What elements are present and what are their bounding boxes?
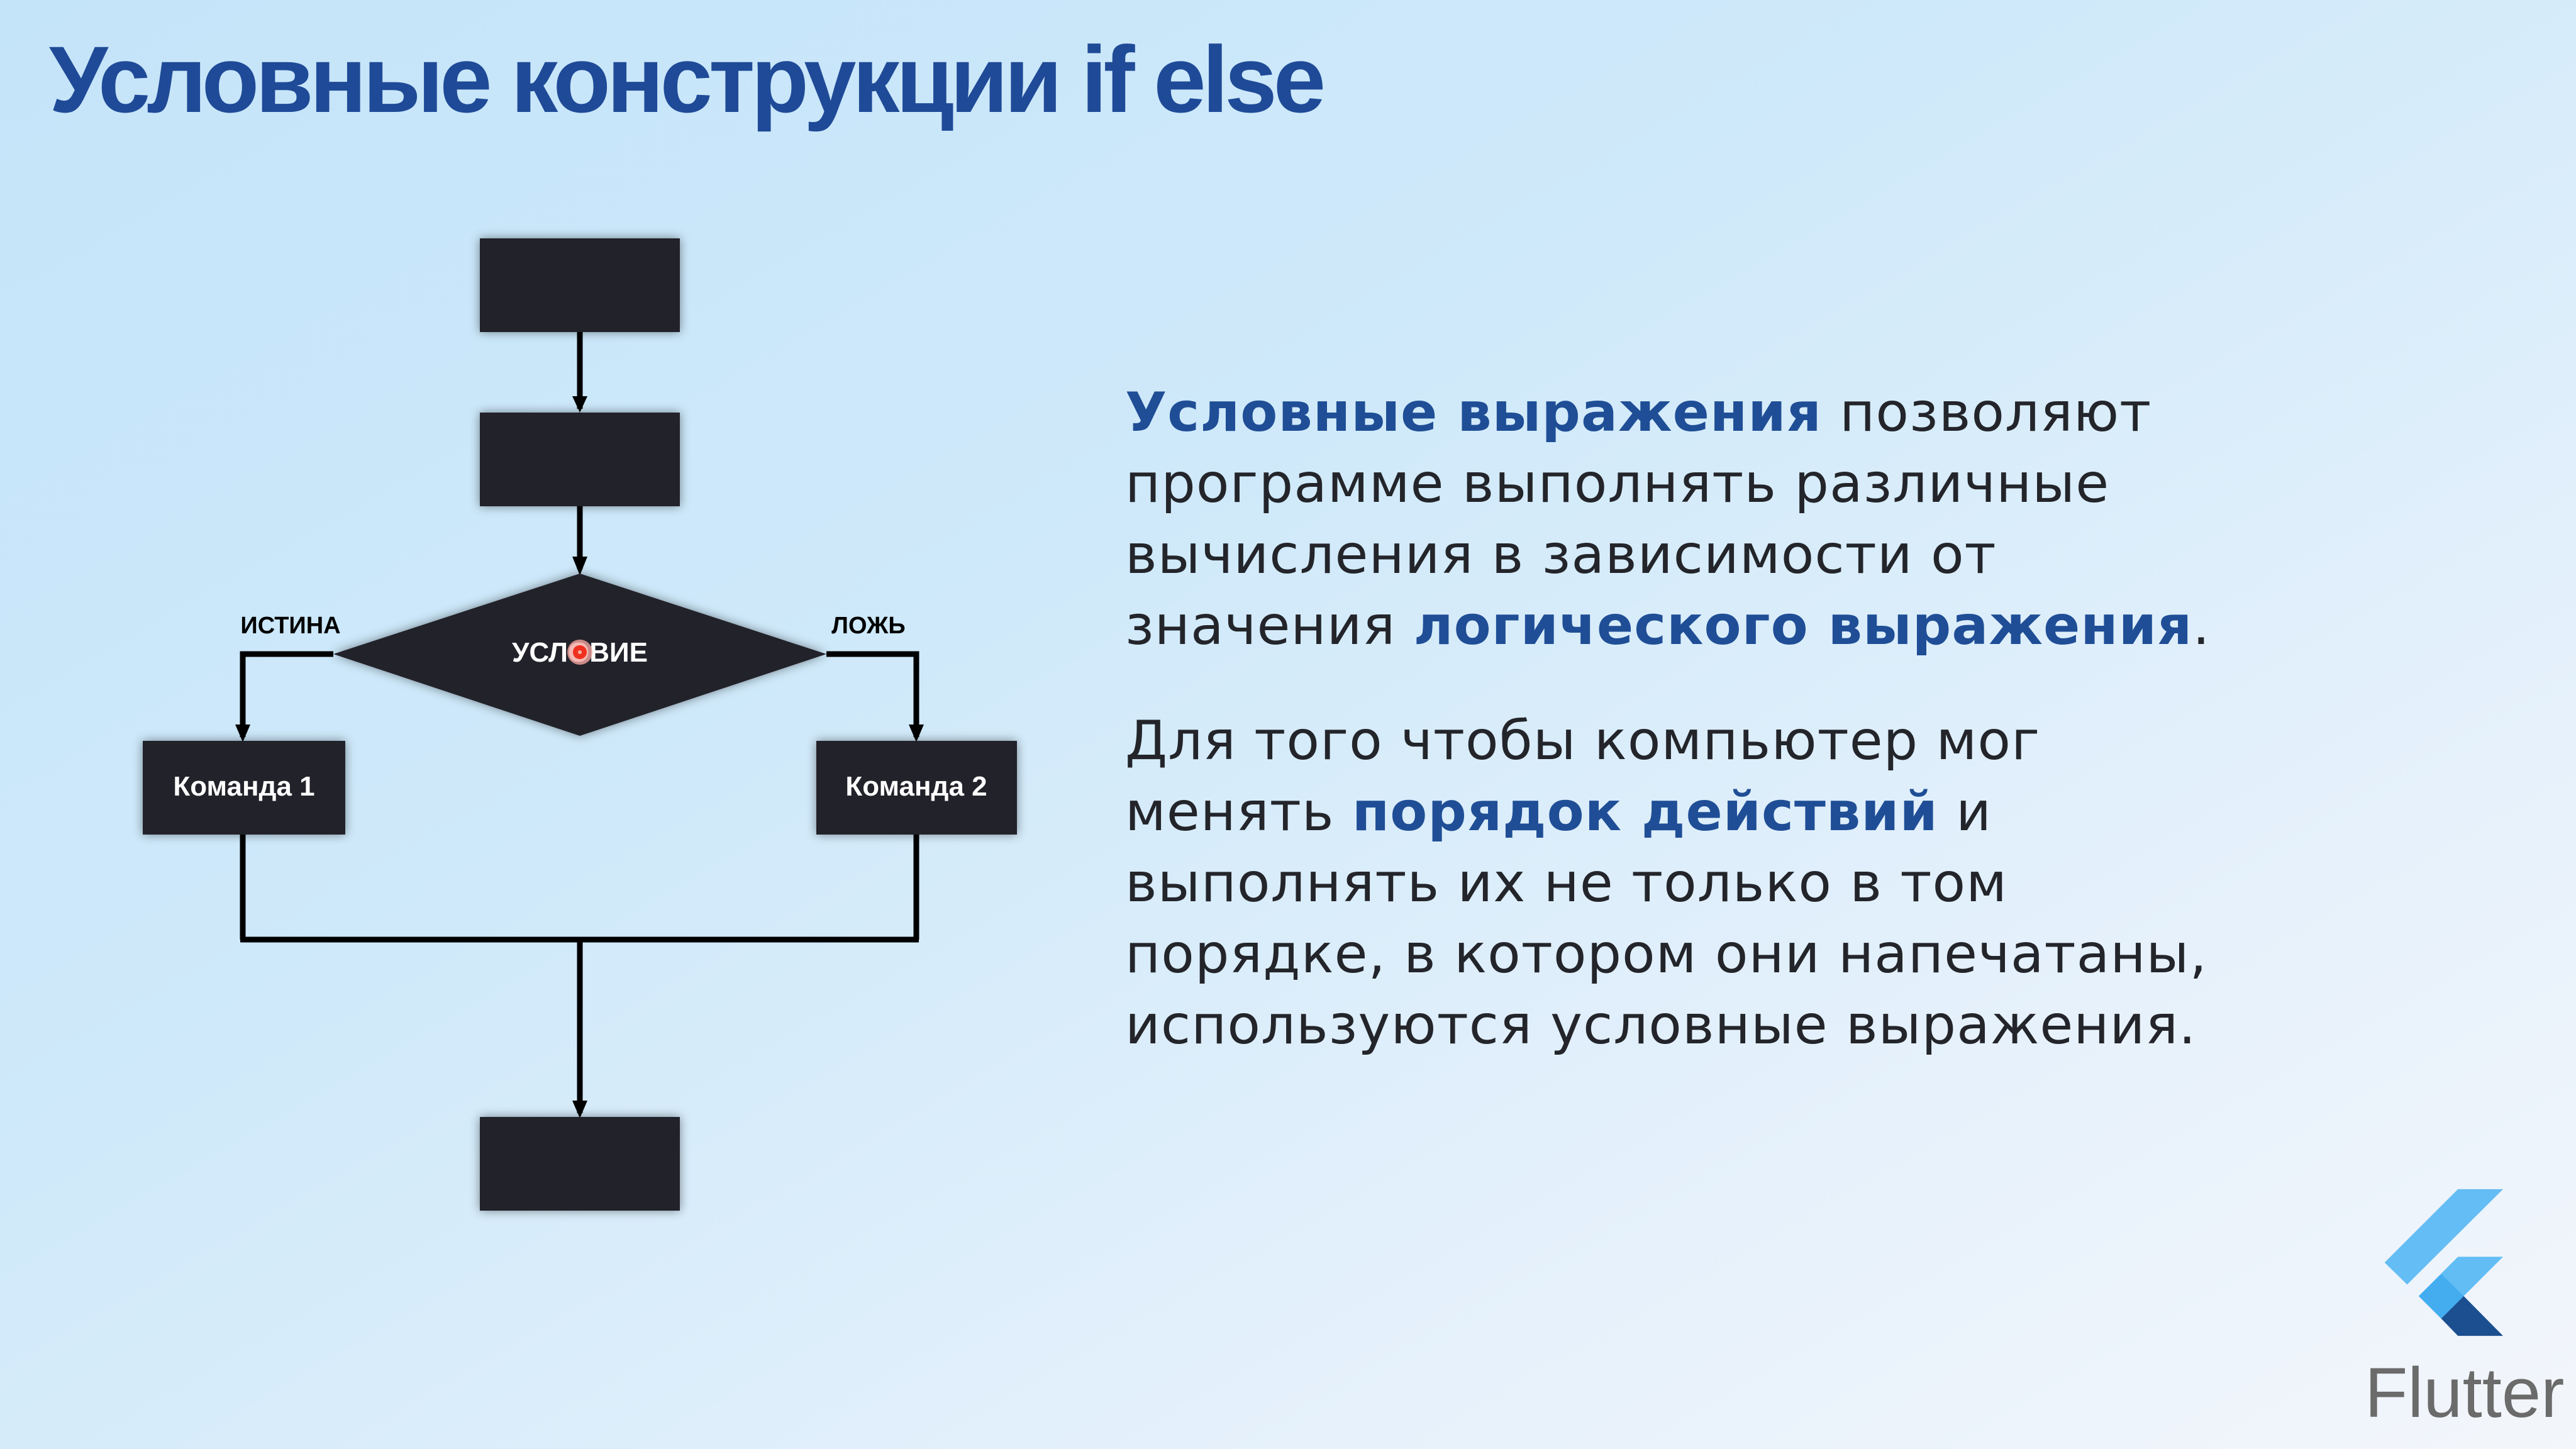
text-segment: позволяют [1821,381,2152,444]
text-segment: выполнять их не только в том [1125,852,2007,914]
connector-lines [240,332,919,1113]
text-line: порядке, в котором они напечатаны, [1125,919,2509,990]
text-segment: вычисления в зависимости от [1125,523,1997,586]
text-line: программе выполнять различные [1125,448,2509,519]
highlighted-term: порядок действий [1352,780,1938,843]
text-line: вычисления в зависимости от [1125,519,2509,591]
command2-label: Команда 2 [845,771,987,802]
text-segment: порядке, в котором они напечатаны, [1125,923,2207,985]
text-segment: Для того чтобы компьютер мог [1125,709,2041,772]
text-line: Для того чтобы компьютер мог [1125,706,2509,777]
text-line: Условные выражения позволяют [1125,377,2509,448]
command1-box [143,741,345,835]
end-box [480,1117,680,1211]
highlighted-term: логического выражения [1413,594,2193,657]
process-box [480,413,680,506]
text-segment: используются условные выражения. [1125,994,2197,1057]
false-label: ЛОЖЬ [831,613,905,639]
text-line: используются условные выражения. [1125,990,2509,1061]
text-segment: . [2192,594,2211,657]
text-line: значения логического выражения. [1125,591,2509,662]
text-line: менять порядок действий и [1125,777,2509,848]
flutter-logo-icon [2384,1189,2503,1336]
slide-title: Условные конструкции if else [49,26,1326,132]
text-line: выполнять их не только в том [1125,848,2509,919]
true-label: ИСТИНА [240,613,340,639]
text-segment: менять [1125,780,1352,843]
flutter-logo-text: Flutter [2365,1353,2565,1432]
command2-box [816,741,1017,835]
highlighted-term: Условные выражения [1125,381,1822,444]
text-segment: значения [1125,594,1414,657]
command1-label: Команда 1 [173,771,314,802]
cursor-indicator [567,640,592,665]
arrowheads [235,396,924,1118]
text-segment: программе выполнять различные [1125,452,2110,515]
text-segment: и [1938,780,1992,843]
start-box [480,238,680,332]
